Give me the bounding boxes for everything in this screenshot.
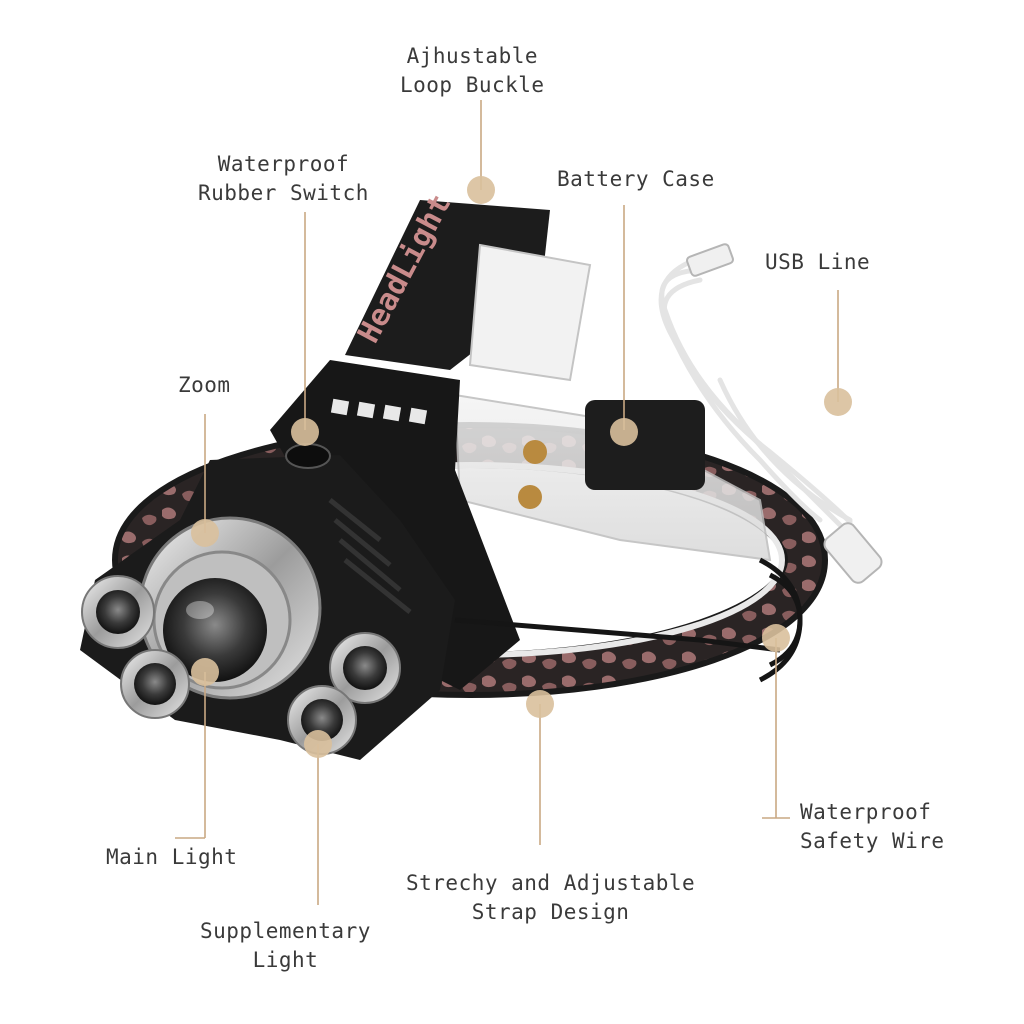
callout-line: Waterproof — [217, 152, 350, 176]
callout-line: Light — [252, 948, 319, 972]
callout-adjustable-buckle: Ajhustable Loop Buckle — [400, 42, 545, 100]
micro-usb-connector — [823, 522, 883, 584]
callout-line: Strap Design — [471, 900, 630, 924]
callout-line: Rubber Switch — [198, 181, 369, 205]
callout-line: Main Light — [106, 845, 238, 869]
callout-dots — [191, 176, 852, 758]
callout-battery-case: Battery Case — [557, 165, 715, 194]
switch-dot — [291, 418, 319, 446]
battery-case — [585, 400, 705, 490]
callout-strap-design: Strechy and Adjustable Strap Design — [406, 869, 695, 927]
rubber-switch — [285, 443, 331, 469]
usb-connector — [686, 243, 734, 277]
callout-zoom: Zoom — [178, 371, 231, 400]
callout-safety-wire: Waterproof Safety Wire — [800, 798, 945, 856]
callout-rubber-switch: Waterproof Rubber Switch — [198, 150, 369, 208]
callout-line: Zoom — [178, 373, 231, 397]
callout-line: Loop Buckle — [400, 73, 545, 97]
callout-line: Strechy and Adjustable — [406, 871, 696, 895]
callout-line: Supplementary — [200, 919, 371, 943]
supplementary-lights — [81, 575, 401, 755]
callout-supplementary-light: Supplementary Light — [200, 917, 371, 975]
supplementary-dot — [304, 730, 332, 758]
callout-line: Battery Case — [557, 167, 715, 191]
main-dot — [191, 658, 219, 686]
safety-wire — [454, 557, 803, 683]
zoom-dot — [191, 519, 219, 547]
callout-line: Safety Wire — [800, 829, 945, 853]
callout-main-light: Main Light — [106, 843, 237, 872]
callout-line: Waterproof — [800, 800, 932, 824]
wire-dot — [762, 624, 790, 652]
leader-lines — [175, 100, 839, 905]
buckle-dot — [467, 176, 495, 204]
callout-line: USB Line — [765, 250, 871, 274]
usb-cable — [658, 259, 858, 543]
callout-line: Ajhustable — [406, 44, 538, 68]
main-light-lens — [138, 516, 322, 700]
top-strap: HeadLight — [345, 189, 592, 382]
battery-dot — [610, 418, 638, 446]
usb-dot — [824, 388, 852, 416]
strap-dot — [526, 690, 554, 718]
callout-usb-line: USB Line — [765, 248, 870, 277]
